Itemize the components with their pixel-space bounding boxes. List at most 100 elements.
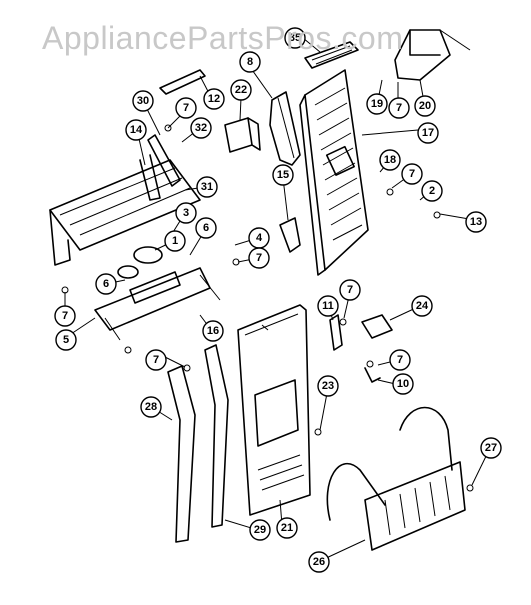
callout-30: 30 [132, 90, 154, 112]
part-20-bracket [394, 29, 471, 81]
svg-text:2: 2 [429, 185, 435, 197]
callout-7-h: 7 [145, 349, 167, 371]
callout-2: 2 [421, 180, 443, 202]
callout-23: 23 [317, 375, 339, 397]
svg-text:14: 14 [130, 124, 143, 136]
part-26-crisper-door [326, 406, 466, 551]
svg-text:22: 22 [235, 84, 247, 96]
part-21-center-panel [237, 304, 311, 516]
callout-3: 3 [175, 202, 197, 224]
callout-14: 14 [125, 119, 147, 141]
callout-24: 24 [411, 295, 433, 317]
svg-text:16: 16 [207, 325, 219, 337]
callout-5: 5 [55, 329, 77, 351]
callout-8: 8 [239, 51, 261, 73]
callout-26: 26 [308, 551, 330, 573]
svg-text:15: 15 [277, 169, 289, 181]
callout-7-c: 7 [401, 163, 423, 185]
svg-text:20: 20 [419, 100, 431, 112]
svg-text:7: 7 [396, 102, 402, 114]
part-29-arm [204, 344, 229, 528]
callout-28: 28 [140, 396, 162, 418]
svg-text:7: 7 [183, 102, 189, 114]
part-15-clip [279, 217, 301, 253]
callout-35: 35 [284, 27, 306, 49]
callout-19: 19 [366, 93, 388, 115]
callout-21: 21 [276, 517, 298, 539]
svg-text:28: 28 [145, 401, 157, 413]
callout-27: 27 [480, 437, 502, 459]
part-8-duct [269, 91, 301, 166]
svg-text:7: 7 [347, 284, 353, 296]
part-17-back-panel [299, 69, 369, 276]
part-24-pad [361, 314, 393, 339]
callout-1: 1 [164, 230, 186, 252]
callouts: 35 8 19 7 20 22 30 7 12 32 14 17 31 18 7… [54, 27, 502, 573]
svg-text:35: 35 [289, 32, 301, 44]
callout-7-d: 7 [248, 247, 270, 269]
callout-7-e: 7 [54, 305, 76, 327]
svg-text:23: 23 [322, 380, 334, 392]
svg-text:6: 6 [203, 222, 209, 234]
svg-text:11: 11 [322, 300, 334, 312]
callout-7-g: 7 [389, 349, 411, 371]
callout-20: 20 [414, 95, 436, 117]
svg-text:29: 29 [254, 524, 266, 536]
callout-12: 12 [203, 88, 225, 110]
svg-text:1: 1 [172, 235, 178, 247]
callout-6-b: 6 [95, 273, 117, 295]
svg-text:26: 26 [313, 556, 325, 568]
svg-text:7: 7 [153, 354, 159, 366]
part-10-hook [364, 360, 381, 383]
svg-text:32: 32 [195, 122, 207, 134]
part-1-damper [117, 246, 163, 279]
svg-text:30: 30 [137, 95, 149, 107]
svg-text:7: 7 [409, 168, 415, 180]
part-11-hinge [329, 314, 343, 351]
svg-text:19: 19 [371, 98, 383, 110]
svg-text:7: 7 [62, 310, 68, 322]
part-22-block [224, 117, 261, 153]
part-30-rail [147, 134, 181, 187]
callout-22: 22 [230, 79, 252, 101]
callout-4: 4 [248, 227, 270, 249]
svg-text:3: 3 [183, 207, 189, 219]
svg-text:31: 31 [201, 181, 213, 193]
callout-11: 11 [317, 295, 339, 317]
callout-10: 10 [392, 373, 414, 395]
callout-31: 31 [196, 176, 218, 198]
svg-text:12: 12 [208, 93, 220, 105]
callout-15: 15 [272, 164, 294, 186]
callout-16: 16 [202, 320, 224, 342]
callout-6-a: 6 [195, 217, 217, 239]
svg-text:27: 27 [485, 442, 497, 454]
watermark: AppliancePartsPros.com [42, 20, 404, 56]
callout-18: 18 [379, 149, 401, 171]
svg-text:4: 4 [256, 232, 263, 244]
svg-text:17: 17 [422, 127, 434, 139]
callout-7-a: 7 [388, 97, 410, 119]
svg-text:10: 10 [397, 378, 409, 390]
svg-text:5: 5 [63, 334, 69, 346]
part-12-strip [159, 69, 206, 95]
svg-text:7: 7 [397, 354, 403, 366]
part-28-arm [167, 365, 196, 543]
svg-text:6: 6 [103, 278, 109, 290]
part-16-frame [94, 267, 221, 341]
part-14-shelf-frame [49, 154, 201, 266]
svg-text:13: 13 [470, 216, 482, 228]
svg-text:8: 8 [247, 56, 253, 68]
callout-13: 13 [465, 211, 487, 233]
callout-17: 17 [417, 122, 439, 144]
svg-text:24: 24 [416, 300, 429, 312]
callout-32: 32 [190, 117, 212, 139]
part-35-bracket [304, 41, 359, 69]
svg-text:7: 7 [256, 252, 262, 264]
svg-text:18: 18 [384, 154, 396, 166]
callout-29: 29 [249, 519, 271, 541]
callout-7-b: 7 [175, 97, 197, 119]
svg-text:21: 21 [281, 522, 293, 534]
callout-7-f: 7 [339, 279, 361, 301]
